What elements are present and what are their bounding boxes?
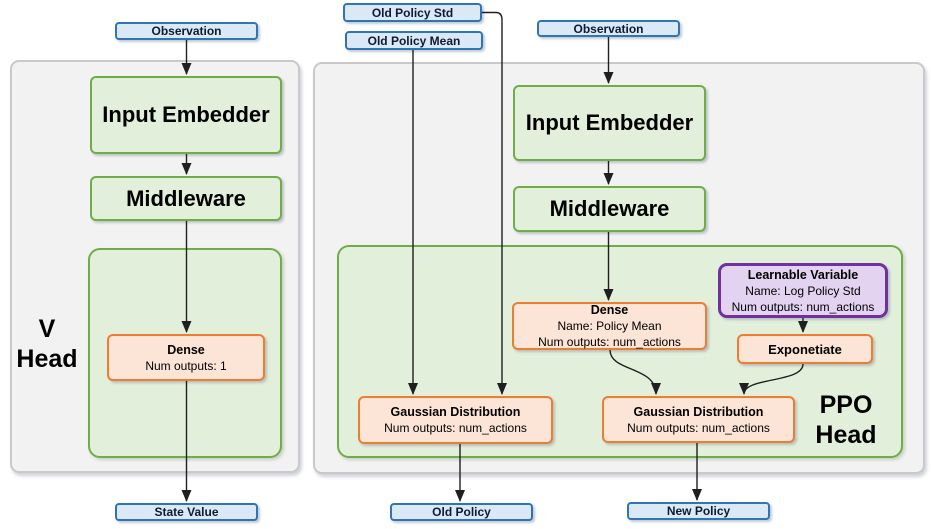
state-value-label: State Value [154, 505, 219, 519]
gaussian-old-title: Gaussian Distribution [390, 405, 521, 419]
input-embedder-left: Input Embedder [90, 76, 282, 154]
v-head-label: V Head [7, 314, 87, 374]
v-head-label-line2: Head [16, 345, 78, 373]
middleware-left: Middleware [90, 176, 282, 221]
dense-policy-mean-outputs: Num outputs: num_actions [538, 335, 681, 349]
old-policy-mean-label: Old Policy Mean [367, 33, 461, 48]
dense-policy-mean-node: Dense Name: Policy Mean Num outputs: num… [512, 302, 707, 350]
middleware-right-label: Middleware [549, 196, 670, 221]
middleware-label: Middleware [126, 185, 246, 211]
old-policy-mean-input: Old Policy Mean [345, 31, 483, 50]
new-policy-label: New Policy [666, 504, 731, 518]
old-policy-output: Old Policy [390, 503, 533, 521]
ppo-head-label-line1: PPO [819, 391, 873, 419]
observation-label: Observation [151, 24, 222, 38]
gaussian-old-outputs: Num outputs: num_actions [384, 421, 527, 435]
exponetiate-label: Exponetiate [768, 341, 842, 357]
learnable-variable-node: Learnable Variable Name: Log Policy Std … [718, 263, 888, 318]
learnable-variable-outputs: Num outputs: num_actions [731, 299, 875, 314]
input-embedder-right: Input Embedder [513, 85, 706, 161]
ppo-head-label-line2: Head [815, 421, 877, 449]
old-policy-label: Old Policy [432, 505, 491, 519]
middleware-right: Middleware [513, 186, 706, 232]
dense-v-outputs: Num outputs: 1 [145, 358, 227, 373]
gaussian-distribution-old-node: Gaussian Distribution Num outputs: num_a… [358, 396, 553, 444]
input-embedder-right-label: Input Embedder [525, 110, 694, 135]
old-policy-std-input: Old Policy Std [343, 3, 482, 22]
observation-input-left: Observation [115, 22, 258, 40]
state-value-output: State Value [115, 503, 258, 521]
dense-v-title: Dense [167, 342, 205, 357]
input-embedder-label: Input Embedder [102, 102, 270, 127]
dense-policy-mean-title: Dense [590, 303, 629, 317]
old-policy-std-label: Old Policy Std [371, 5, 454, 20]
gaussian-distribution-new-node: Gaussian Distribution Num outputs: num_a… [602, 396, 795, 443]
new-policy-output: New Policy [627, 502, 770, 520]
exponetiate-node: Exponetiate [737, 334, 873, 364]
gaussian-new-title: Gaussian Distribution [633, 404, 764, 419]
ppo-head-label: PPO Head [802, 390, 890, 450]
learnable-variable-name: Name: Log Policy Std [745, 283, 861, 298]
gaussian-new-outputs: Num outputs: num_actions [627, 420, 770, 435]
dense-v-node: Dense Num outputs: 1 [107, 334, 265, 381]
learnable-variable-title: Learnable Variable [747, 267, 859, 282]
v-head-label-line1: V [38, 315, 56, 343]
dense-policy-mean-name: Name: Policy Mean [557, 319, 662, 333]
observation-right-label: Observation [573, 21, 644, 36]
observation-input-right: Observation [537, 20, 680, 37]
